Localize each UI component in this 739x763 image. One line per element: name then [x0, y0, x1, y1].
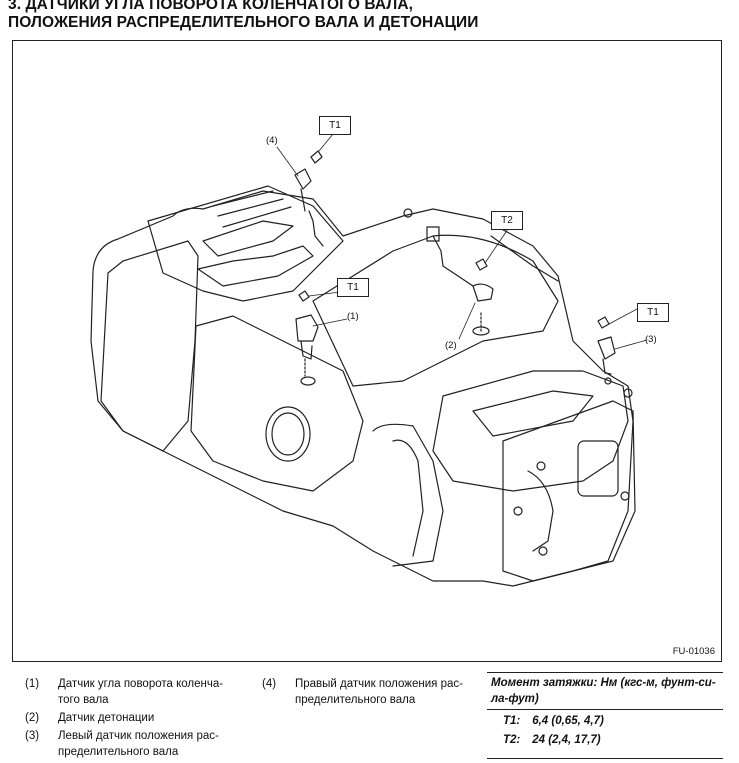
front-cover: [100, 240, 199, 452]
bolt-2: [475, 258, 488, 271]
legend-text: Датчик детонации: [58, 712, 155, 724]
cover-face: [190, 315, 364, 492]
legend-number: (4): [262, 678, 277, 690]
figure-code: FU-01036: [672, 646, 715, 657]
torque-tag-t1-crank: T1: [337, 278, 369, 297]
torque-key: T2:: [503, 734, 521, 746]
legend-item: (3) Левый датчик положения рас-пределите…: [25, 728, 238, 760]
torque-header: Момент затяжки: Нм (кгс-м, фунт-си-ла-фу…: [487, 672, 723, 710]
transmission-housing: [502, 400, 636, 582]
engine-block-left: [90, 190, 634, 587]
torque-row-t1: T1: 6,4 (0,65, 4,7): [487, 713, 723, 729]
legend-item: (1) Датчик угла поворота коленча-того ва…: [25, 676, 238, 708]
intake-port: [265, 406, 311, 462]
legend-item: (2) Датчик детонации: [25, 710, 238, 726]
legend-left: (1) Датчик угла поворота коленча-того ва…: [25, 676, 238, 762]
left-cam-sensor-body: [597, 336, 616, 360]
legend-right: (4) Правый датчик положения рас-пределит…: [262, 676, 475, 710]
bolt-1: [298, 290, 310, 302]
torque-row-t2: T2: 24 (2,4, 17,7): [487, 732, 723, 748]
legend-number: (2): [25, 712, 40, 724]
knock-sensor-body: [472, 283, 494, 302]
table-divider: [487, 758, 723, 759]
torque-tag-t1-left-cam: T1: [637, 303, 669, 322]
right-cam-sensor-body: [294, 168, 312, 190]
cylinder-head-left: [147, 185, 344, 302]
callout-4: (4): [266, 135, 278, 146]
crank-sensor-body: [295, 314, 319, 342]
torque-table: Момент затяжки: Нм (кгс-м, фунт-си-ла-фу…: [487, 672, 723, 759]
torque-tag-t1-right-cam: T1: [319, 116, 351, 135]
legend-text: Левый датчик положения рас-пределительно…: [58, 730, 219, 758]
bolt-3: [597, 316, 610, 329]
callout-2: (2): [445, 340, 457, 351]
legend-item: (4) Правый датчик положения рас-пределит…: [262, 676, 475, 708]
torque-tag-t2-knock: T2: [491, 211, 523, 230]
callout-1: (1): [347, 311, 359, 322]
legend-number: (3): [25, 730, 40, 742]
legend-text: Датчик угла поворота коленча-того вала: [58, 678, 224, 706]
cylinder-head-right: [432, 370, 629, 492]
engine-illustration: [90, 133, 648, 587]
title-line-1: 3. ДАТЧИКИ УГЛА ПОВОРОТА КОЛЕНЧАТОГО ВАЛ…: [8, 0, 414, 13]
bolt-4: [310, 150, 323, 164]
page-title: 3. ДАТЧИКИ УГЛА ПОВОРОТА КОЛЕНЧАТОГО ВАЛ…: [8, 0, 479, 32]
legend-number: (1): [25, 678, 40, 690]
callout-3: (3): [645, 334, 657, 345]
torque-value: 6,4 (0,65, 4,7): [532, 715, 604, 727]
title-line-2: ПОЛОЖЕНИЯ РАСПРЕДЕЛИТЕЛЬНОГО ВАЛА И ДЕТО…: [8, 14, 479, 31]
legend-text: Правый датчик положения рас-пределительн…: [295, 678, 463, 706]
torque-key: T1:: [503, 715, 521, 727]
torque-value: 24 (2,4, 17,7): [532, 734, 601, 746]
engine-diagram: (4) (1) (2) (3) T1 T2 T1 T1 FU-01036: [12, 40, 722, 662]
